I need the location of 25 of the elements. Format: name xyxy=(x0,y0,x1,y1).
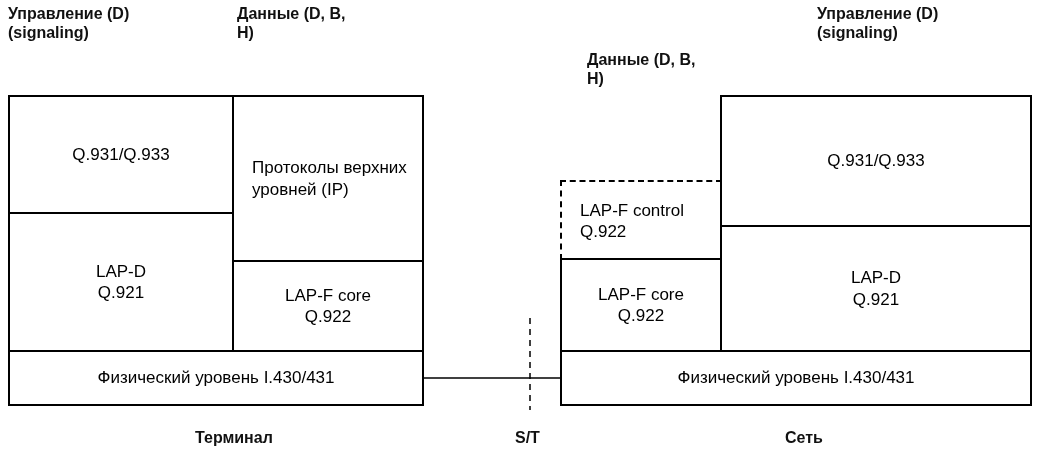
protocol-layer-box xyxy=(720,95,1032,227)
layer-label: Q.931/Q.933 xyxy=(827,150,925,172)
connecting-line xyxy=(423,377,561,379)
protocol-layer-box xyxy=(8,95,234,214)
layer-label: Q.931/Q.933 xyxy=(72,143,170,166)
protocol-layer-box xyxy=(232,95,424,262)
caption-label: S/T xyxy=(515,428,540,448)
protocol-layer-box xyxy=(720,225,1032,352)
column-heading: Данные (D, B, H) xyxy=(587,50,697,89)
protocol-layer-box xyxy=(560,350,1032,406)
layer-label: LAP-D Q.921 xyxy=(849,267,903,310)
column-heading: Управление (D) (signaling) xyxy=(817,4,940,43)
protocol-layer-box xyxy=(8,350,424,406)
layer-label: Протоколы верхних уровней (IP) xyxy=(252,157,408,200)
layer-label: LAP-F core Q.922 xyxy=(284,284,372,328)
layer-label: Физический уровень I.430/431 xyxy=(97,367,335,389)
layer-label: Физический уровень I.430/431 xyxy=(677,367,915,389)
layer-label: LAP-D Q.921 xyxy=(94,260,148,304)
layer-label: LAP-F core Q.922 xyxy=(597,283,685,327)
layer-label: LAP-F control Q.922 xyxy=(580,199,685,243)
column-heading: Данные (D, B, H) xyxy=(237,4,347,43)
column-heading: Управление (D) (signaling) xyxy=(8,4,131,43)
caption-label: Терминал xyxy=(195,428,273,448)
caption-label: Сеть xyxy=(785,428,823,448)
protocol-layer-box xyxy=(560,258,722,352)
